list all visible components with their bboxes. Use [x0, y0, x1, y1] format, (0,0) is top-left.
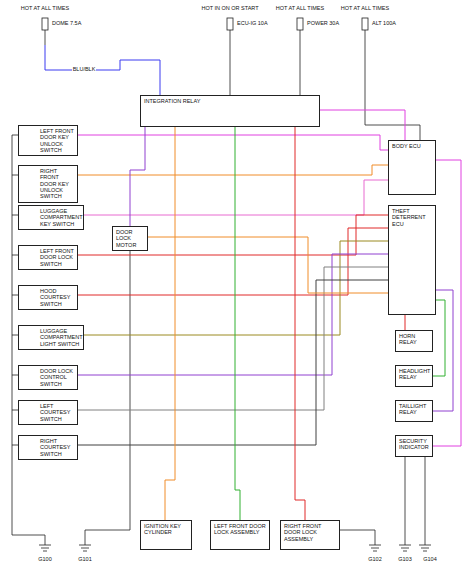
power-source-label: ALT 100A: [371, 20, 397, 26]
switch-component: LEFT COURTESY SWITCH: [18, 400, 78, 425]
switch-component: LEFT FRONT DOOR LOCK SWITCH: [18, 245, 78, 270]
bottom-connector: LEFT FRONT DOOR LOCK ASSEMBLY: [210, 520, 270, 550]
wire-connector: [165, 127, 175, 520]
switch-component: DOOR LOCK CONTROL SWITCH: [18, 365, 78, 390]
wire-connector: [78, 254, 388, 375]
wire-connector: [130, 127, 145, 226]
relay-component: TAILLIGHT RELAY: [395, 400, 433, 422]
relay-component: HORN RELAY: [395, 330, 433, 352]
component-label: LUGGAGE COMPARTMENT KEY SWITCH: [40, 208, 81, 227]
power-source-label: HOT AT ALL TIMES: [20, 5, 70, 11]
wire-connector: [78, 280, 388, 445]
wire: [45, 30, 46, 45]
ground-symbol: [79, 545, 91, 551]
component-label: RIGHT FRONT DOOR KEY UNLOCK SWITCH: [40, 168, 75, 200]
wire-color-label: BLU/BLK: [72, 66, 97, 72]
component-label: LEFT FRONT DOOR LOCK SWITCH: [40, 248, 75, 267]
ground-label: G104: [422, 556, 437, 562]
fuse-symbol: [362, 18, 368, 30]
component-label: BODY ECU: [392, 143, 433, 149]
power-source-label: HOT AT ALL TIMES: [275, 5, 325, 11]
wire-connector: [78, 165, 388, 175]
wire-connector: [78, 228, 388, 295]
component-label: LEFT FRONT DOOR KEY UNLOCK SWITCH: [40, 128, 75, 153]
switch-component: LEFT FRONT DOOR KEY UNLOCK SWITCH: [18, 125, 78, 156]
ground-label: G101: [77, 556, 92, 562]
ecu-connector: BODY ECU: [388, 140, 436, 195]
ground-symbol: [39, 545, 51, 551]
wire-connector: [405, 315, 406, 330]
fuse-symbol: [297, 18, 303, 30]
ground-symbol: [399, 545, 411, 551]
power-source-label: ECU-IG 10A: [236, 20, 269, 26]
ground-label: G103: [397, 556, 412, 562]
wire: [365, 30, 420, 140]
wire-connector: [84, 241, 388, 335]
component-label: LUGGAGE COMPARTMENT LIGHT SWITCH: [40, 328, 81, 347]
fuse-symbol: [227, 18, 233, 30]
component-label: SECURITY INDICATOR: [399, 438, 430, 451]
component-label: INTEGRATION RELAY: [144, 98, 317, 104]
ground-wire: [85, 248, 130, 545]
wire: [300, 30, 301, 95]
component-label: DOOR LOCK MOTOR: [116, 229, 145, 248]
switch-component: RIGHT FRONT DOOR KEY UNLOCK SWITCH: [18, 165, 78, 203]
component-label: TAILLIGHT RELAY: [399, 403, 430, 416]
component-label: LEFT FRONT DOOR LOCK ASSEMBLY: [214, 523, 267, 536]
component-label: LEFT COURTESY SWITCH: [40, 403, 75, 422]
wire-connector: [235, 127, 240, 520]
fuse-symbol: [42, 18, 48, 30]
component-label: HORN RELAY: [399, 333, 430, 346]
motor-connector: DOOR LOCK MOTOR: [112, 226, 148, 251]
wire-connector: [78, 215, 388, 255]
relay-block: INTEGRATION RELAY: [140, 95, 320, 127]
component-label: HEADLIGHT RELAY: [399, 368, 430, 381]
bottom-connector: IGNITION KEY CYLINDER: [140, 520, 192, 550]
wire-connector: [433, 290, 453, 411]
component-label: RIGHT COURTESY SWITCH: [40, 438, 75, 457]
power-source-label: HOT IN ON OR START: [200, 5, 259, 11]
relay-component: HEADLIGHT RELAY: [395, 365, 433, 387]
component-label: IGNITION KEY CYLINDER: [144, 523, 189, 536]
ground-wire: [340, 530, 375, 545]
switch-component: HOOD COURTESY SWITCH: [18, 285, 78, 310]
wire-connector: [78, 267, 388, 410]
wire: [45, 45, 160, 95]
component-label: RIGHT FRONT DOOR LOCK ASSEMBLY: [284, 523, 337, 542]
wire-connector: [433, 160, 461, 446]
power-source-label: POWER 30A: [306, 20, 340, 26]
component-label: DOOR LOCK CONTROL SWITCH: [40, 368, 75, 387]
ground-symbol: [419, 545, 431, 551]
bottom-connector: RIGHT FRONT DOOR LOCK ASSEMBLY: [280, 520, 340, 550]
ground-wire: [405, 457, 425, 545]
component-label: HOOD COURTESY SWITCH: [40, 288, 75, 307]
switch-component: LUGGAGE COMPARTMENT KEY SWITCH: [18, 205, 84, 230]
ground-symbol: [369, 545, 381, 551]
wire: [230, 30, 231, 95]
power-source-label: HOT AT ALL TIMES: [340, 5, 390, 11]
component-label: THEFT DETERRENT ECU: [392, 208, 433, 227]
relay-component: SECURITY INDICATOR: [395, 435, 433, 457]
wire-connector: [148, 237, 388, 293]
wire-connector: [295, 127, 305, 520]
ground-label: G102: [367, 556, 382, 562]
wire-connector: [320, 110, 405, 140]
ground-label: G100: [37, 556, 52, 562]
switch-component: RIGHT COURTESY SWITCH: [18, 435, 78, 460]
wire-connector: [78, 135, 388, 150]
ecu-connector: THEFT DETERRENT ECU: [388, 205, 436, 315]
power-source-label: DOME 7.5A: [51, 20, 82, 26]
switch-component: LUGGAGE COMPARTMENT LIGHT SWITCH: [18, 325, 84, 350]
